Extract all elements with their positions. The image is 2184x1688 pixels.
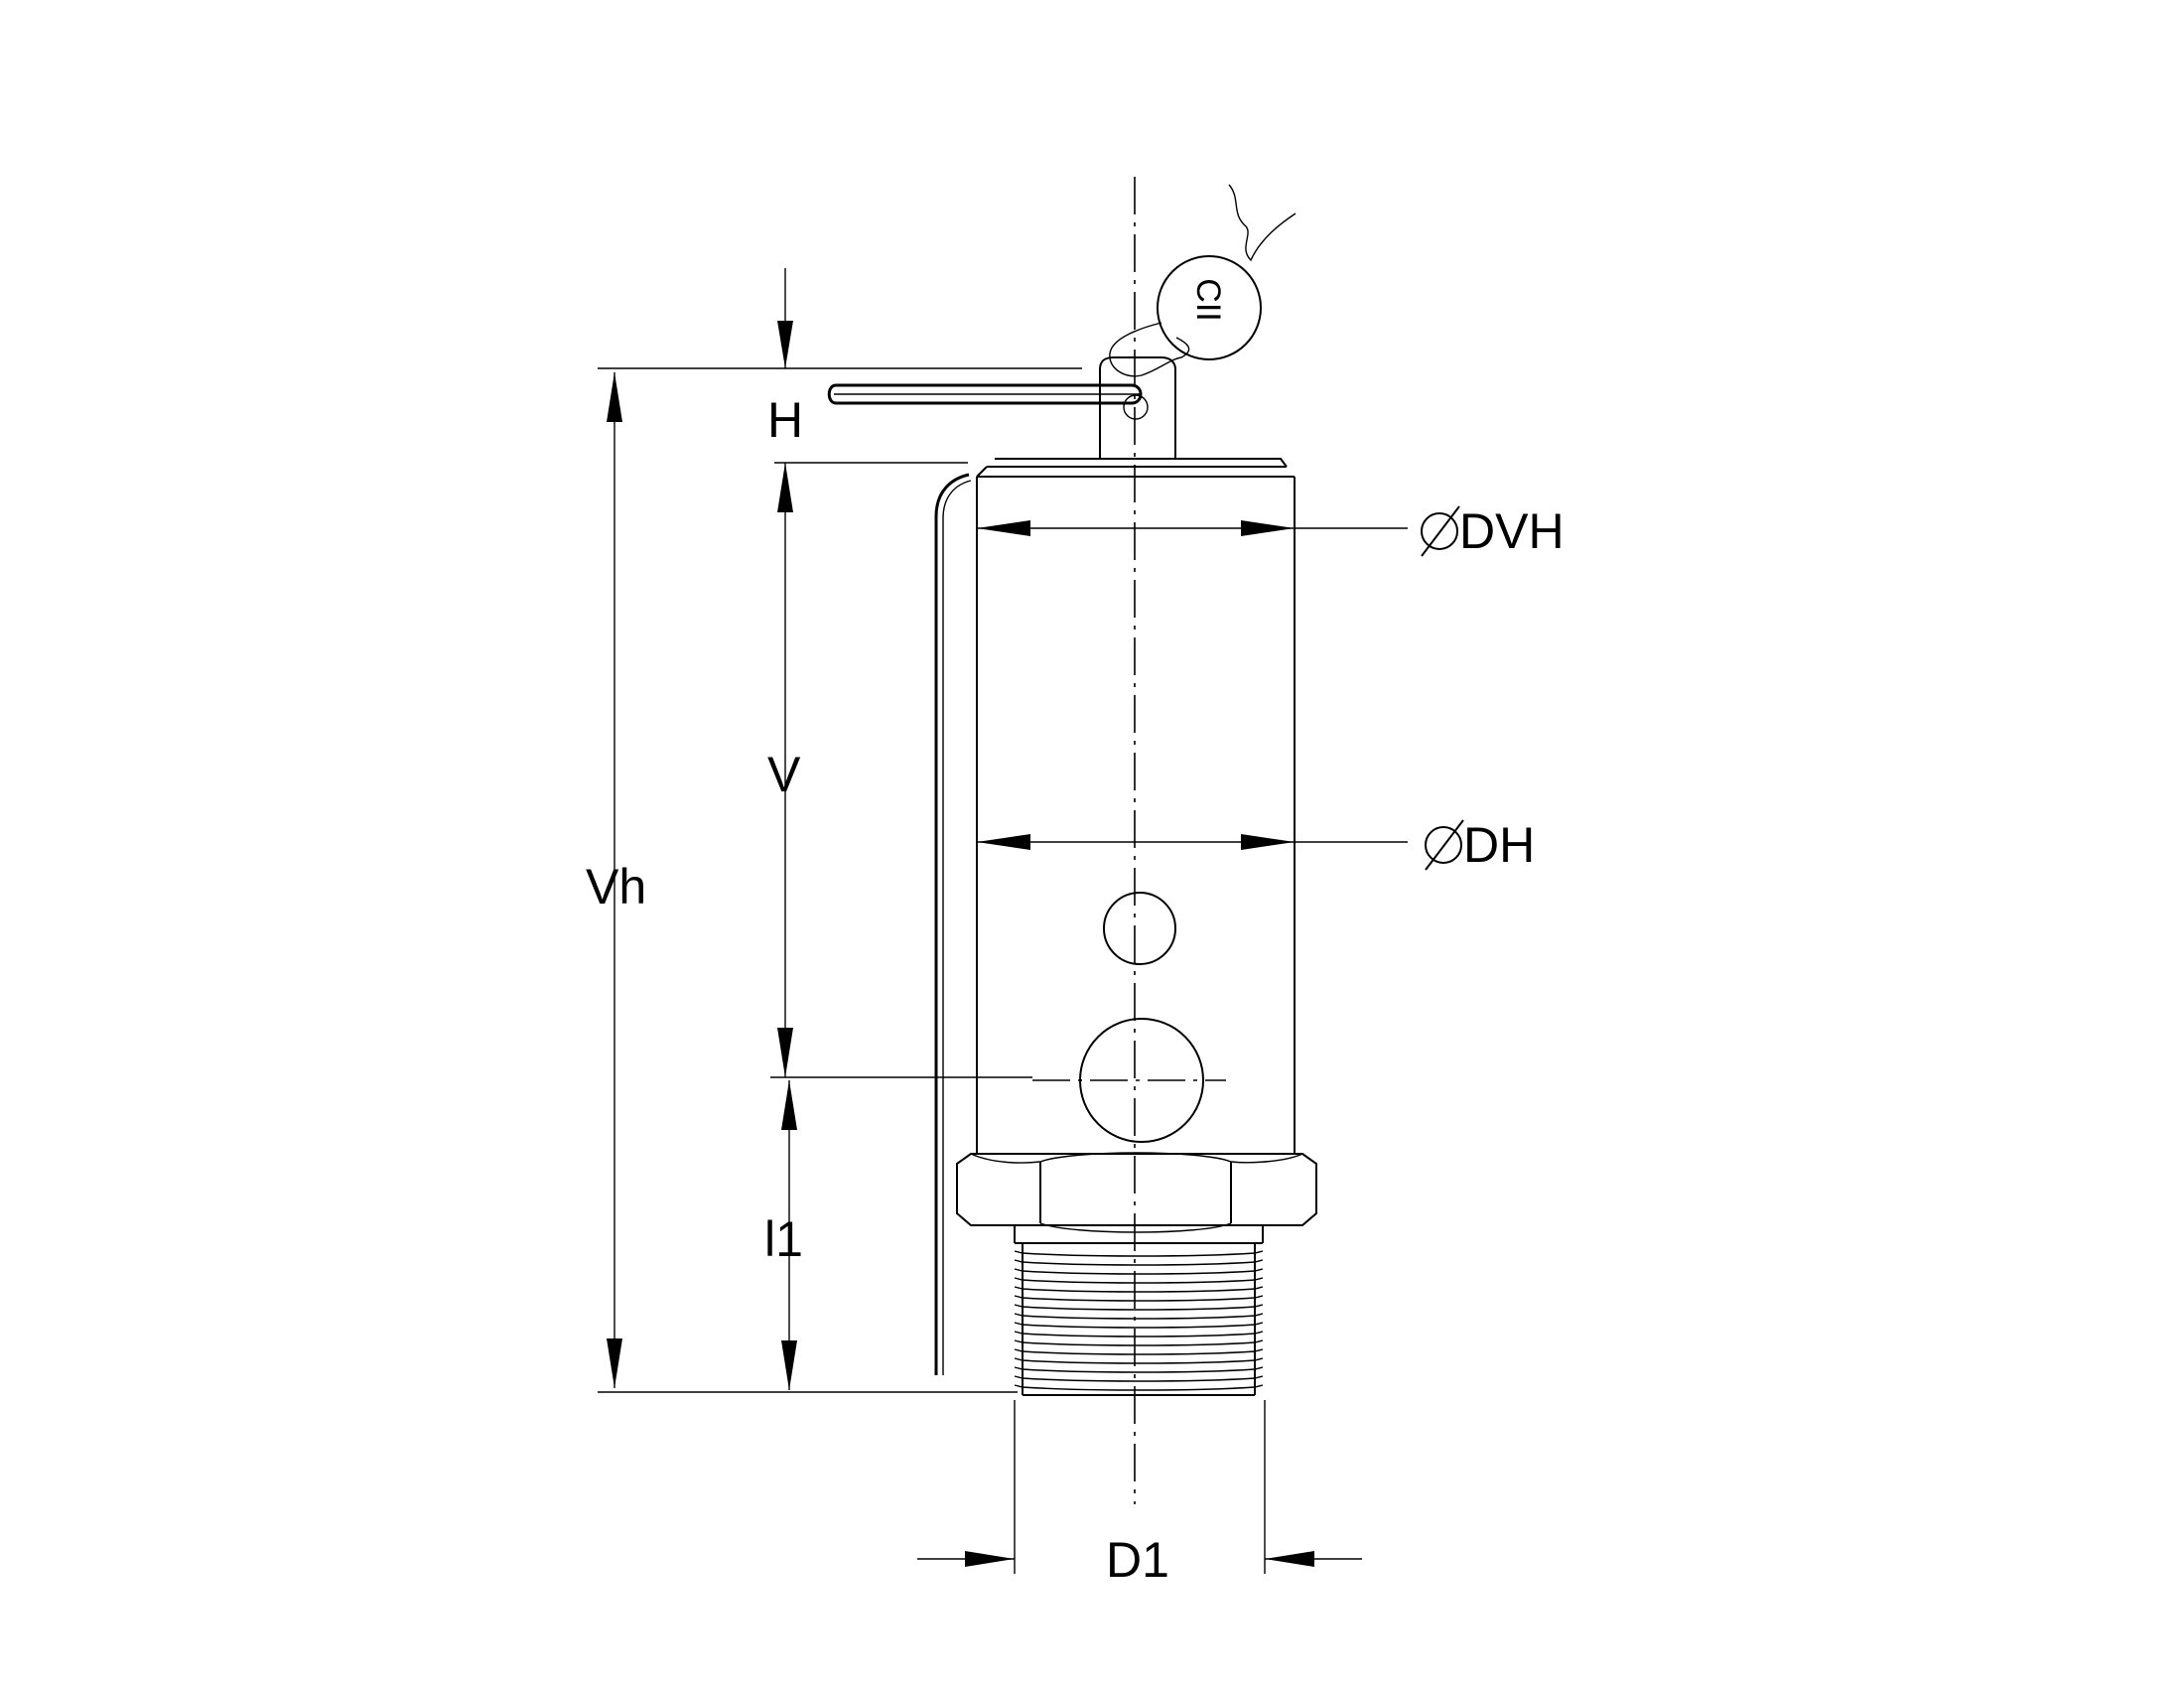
label-Vh: Vh (586, 859, 646, 914)
thread-line (1014, 1348, 1264, 1355)
seal-text: CII (1189, 278, 1227, 321)
label-D1: D1 (1106, 1532, 1169, 1588)
thread-line (1014, 1286, 1264, 1293)
diameter-symbol-icon (1421, 512, 1458, 550)
seal-disc (1157, 255, 1262, 360)
dimension-lines (598, 268, 1408, 1574)
thread-line (1014, 1357, 1264, 1364)
thread-line (1014, 1259, 1264, 1266)
label-DH-group: DH (1425, 817, 1535, 873)
lifting-lever (827, 356, 1176, 460)
thread-line (1014, 1268, 1264, 1275)
seal-assembly: CII (1109, 184, 1297, 377)
threaded-connection (1014, 1225, 1264, 1396)
seal-wire-lower (1109, 322, 1190, 377)
thread-line (1014, 1322, 1264, 1329)
label-DVH-group: DVH (1421, 503, 1565, 559)
thread-lines (1014, 1250, 1264, 1391)
label-V: V (767, 747, 801, 802)
label-DVH: DVH (1459, 503, 1565, 559)
diameter-symbol-icon (1425, 826, 1462, 864)
label-DH: DH (1463, 817, 1535, 873)
thread-line (1014, 1384, 1264, 1391)
valve-body (976, 458, 1296, 1154)
thread-line (1014, 1375, 1264, 1382)
label-H: H (767, 392, 803, 448)
thread-line (1014, 1250, 1264, 1257)
label-l1: l1 (764, 1211, 803, 1267)
thread-line (1014, 1313, 1264, 1320)
seal-wire (1228, 184, 1297, 262)
thread-line (1014, 1304, 1264, 1311)
small-outlet-hole (1103, 892, 1176, 965)
thread-line (1014, 1331, 1264, 1337)
thread-line (1014, 1366, 1264, 1373)
thread-line (1014, 1339, 1264, 1346)
drain-pipe (934, 473, 970, 1375)
thread-line (1014, 1277, 1264, 1284)
hex-nut (956, 1152, 1317, 1233)
thread-line (1014, 1295, 1264, 1302)
